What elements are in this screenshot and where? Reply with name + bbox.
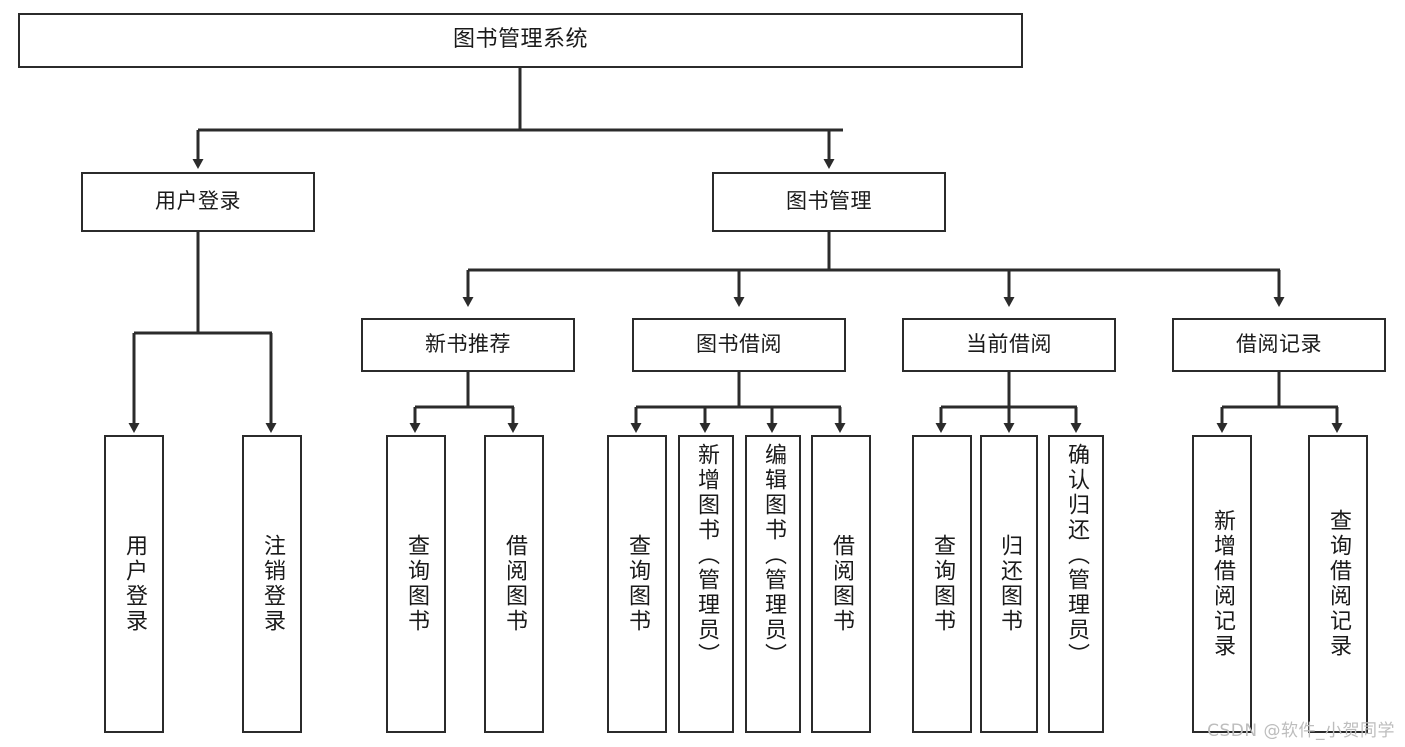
leaf-new-book-query-book[interactable]: 查询图书	[386, 435, 446, 733]
node-label: 确认归还（管理员）	[1064, 443, 1089, 668]
leaf-user-login-login[interactable]: 用户登录	[104, 435, 164, 733]
node-root-book-management-system[interactable]: 图书管理系统	[18, 13, 1023, 68]
node-label: 图书管理	[786, 189, 872, 214]
leaf-current-borrow-return-book[interactable]: 归还图书	[980, 435, 1038, 733]
node-label: 新增借阅记录	[1210, 509, 1235, 659]
node-label: 编辑图书（管理员）	[761, 443, 786, 668]
node-label: 图书借阅	[696, 332, 782, 357]
node-borrow-record[interactable]: 借阅记录	[1172, 318, 1386, 372]
leaf-current-borrow-query-book[interactable]: 查询图书	[912, 435, 972, 733]
leaf-new-book-borrow-book[interactable]: 借阅图书	[484, 435, 544, 733]
leaf-book-borrow-add-book-admin[interactable]: 新增图书（管理员）	[678, 435, 734, 733]
node-label: 借阅记录	[1236, 332, 1322, 357]
node-current-borrow[interactable]: 当前借阅	[902, 318, 1116, 372]
node-new-book-recommend[interactable]: 新书推荐	[361, 318, 575, 372]
node-label: 用户登录	[155, 189, 241, 214]
node-label: 图书管理系统	[452, 27, 588, 53]
leaf-current-borrow-confirm-return-admin[interactable]: 确认归还（管理员）	[1048, 435, 1104, 733]
node-label: 查询借阅记录	[1326, 509, 1351, 659]
leaf-book-borrow-borrow-book[interactable]: 借阅图书	[811, 435, 871, 733]
node-label: 归还图书	[997, 534, 1022, 634]
leaf-borrow-record-query-record[interactable]: 查询借阅记录	[1308, 435, 1368, 733]
node-book-management[interactable]: 图书管理	[712, 172, 946, 232]
node-label: 注销登录	[260, 534, 285, 634]
node-label: 查询图书	[625, 534, 650, 634]
leaf-borrow-record-add-record[interactable]: 新增借阅记录	[1192, 435, 1252, 733]
node-label: 查询图书	[930, 534, 955, 634]
leaf-user-login-logout[interactable]: 注销登录	[242, 435, 302, 733]
node-label: 用户登录	[122, 534, 147, 634]
node-user-login[interactable]: 用户登录	[81, 172, 315, 232]
node-label: 借阅图书	[829, 534, 854, 634]
leaf-book-borrow-query-book[interactable]: 查询图书	[607, 435, 667, 733]
leaf-book-borrow-edit-book-admin[interactable]: 编辑图书（管理员）	[745, 435, 801, 733]
node-label: 当前借阅	[966, 332, 1052, 357]
node-book-borrow[interactable]: 图书借阅	[632, 318, 846, 372]
node-label: 新书推荐	[425, 332, 511, 357]
node-label: 新增图书（管理员）	[694, 443, 719, 668]
node-label: 查询图书	[404, 534, 429, 634]
node-label: 借阅图书	[502, 534, 527, 634]
